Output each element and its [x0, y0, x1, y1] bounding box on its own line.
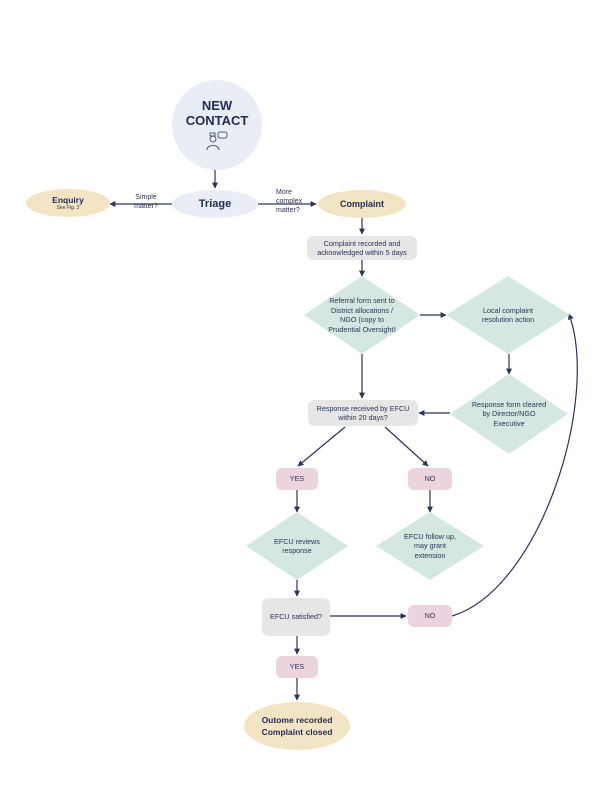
outcome-node[interactable]: Outome recorded Complaint closed	[244, 702, 350, 750]
yes-badge-1-label: YES	[289, 474, 305, 484]
new-contact-line1: NEW	[201, 98, 233, 113]
efcu-satisfied-node[interactable]: EFCU satisfied?	[262, 598, 330, 636]
no-badge-1[interactable]: NO	[408, 468, 452, 490]
complaint-recorded-node[interactable]: Complaint recorded and acknowledged with…	[307, 236, 417, 260]
efcu-reviews-label: EFCU reviews response	[274, 536, 320, 556]
complaint-label: Complaint	[340, 199, 384, 209]
local-action-label: Local complaint resolution action	[481, 305, 535, 325]
referral-label: Referral form sent to District allocatio…	[328, 296, 396, 334]
new-contact-node[interactable]: NEW CONTACT	[172, 80, 262, 170]
edge-received-yes	[297, 426, 346, 467]
yes-badge-2-label: YES	[289, 662, 305, 672]
response-cleared-label: Response form cleared by Director/NGO Ex…	[471, 399, 547, 428]
outcome-line2: Complaint closed	[261, 727, 333, 737]
response-received-node[interactable]: Response received by EFCU within 20 days…	[308, 400, 418, 426]
efcu-satisfied-label: EFCU satisfied?	[270, 612, 322, 622]
complaint-node[interactable]: Complaint	[318, 190, 406, 218]
efcu-follow-label: EFCU follow up, may grant extension	[404, 531, 456, 560]
outcome-line1: Outome recorded	[261, 715, 333, 725]
new-contact-line2: CONTACT	[185, 113, 249, 128]
enquiry-sub: See Fig. 3	[56, 204, 80, 211]
no-badge-2-label: NO	[424, 611, 436, 621]
enquiry-title: Enquiry	[52, 194, 84, 205]
triage-node[interactable]: Triage	[172, 190, 258, 218]
triage-label: Triage	[198, 198, 232, 210]
yes-badge-2[interactable]: YES	[276, 656, 318, 678]
enquiry-node[interactable]: Enquiry See Fig. 3	[26, 189, 110, 217]
edge-no-loop-local	[451, 313, 578, 617]
no-badge-1-label: NO	[424, 474, 436, 484]
complex-matter-label: More complex matter?	[276, 189, 303, 214]
no-badge-2[interactable]: NO	[408, 605, 452, 627]
yes-badge-1[interactable]: YES	[276, 468, 318, 490]
people-chat-icon	[206, 131, 228, 151]
complaint-recorded-label: Complaint recorded and acknowledged with…	[317, 238, 407, 258]
edge-received-no	[384, 426, 429, 467]
simple-matter-label: Simple matter?	[134, 194, 158, 210]
response-received-label: Response received by EFCU within 20 days…	[316, 403, 410, 423]
